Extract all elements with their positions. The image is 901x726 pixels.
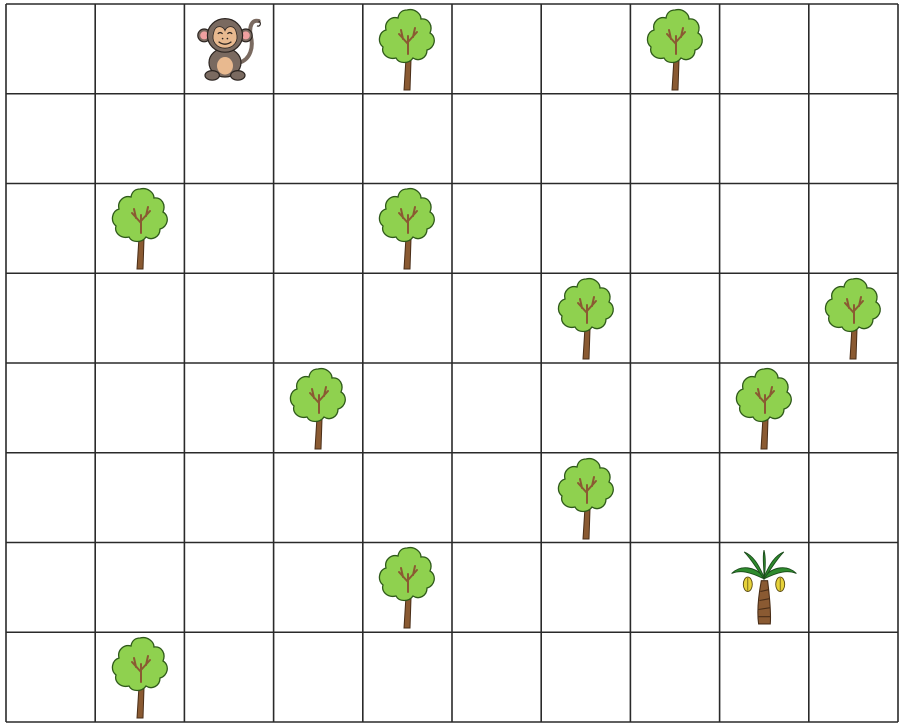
tree-obstacle xyxy=(363,184,452,274)
tree-icon xyxy=(371,544,443,630)
tree-obstacle xyxy=(95,184,184,274)
tree-obstacle xyxy=(630,4,719,94)
tree-obstacle xyxy=(809,273,898,363)
banana-palm-icon xyxy=(728,544,800,630)
tree-icon xyxy=(104,634,176,720)
tree-obstacle xyxy=(541,273,630,363)
tree-icon xyxy=(550,275,622,361)
monkey-piece xyxy=(184,4,273,94)
tree-icon xyxy=(639,6,711,92)
tree-icon xyxy=(104,185,176,271)
tree-icon xyxy=(728,365,800,451)
banana-palm-goal xyxy=(720,543,809,633)
tree-obstacle xyxy=(363,4,452,94)
tree-obstacle xyxy=(363,543,452,633)
tree-obstacle xyxy=(541,453,630,543)
tree-obstacle xyxy=(720,363,809,453)
tree-icon xyxy=(371,6,443,92)
tree-icon xyxy=(550,455,622,541)
monkey-icon xyxy=(193,6,265,92)
tree-icon xyxy=(817,275,889,361)
tree-obstacle xyxy=(274,363,363,453)
tree-icon xyxy=(371,185,443,271)
tree-icon xyxy=(282,365,354,451)
tree-obstacle xyxy=(95,632,184,722)
